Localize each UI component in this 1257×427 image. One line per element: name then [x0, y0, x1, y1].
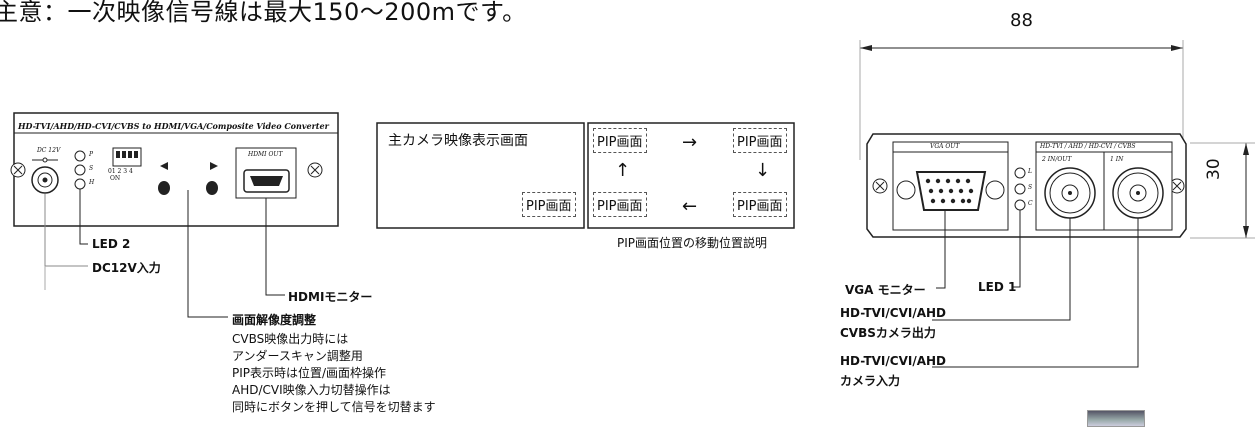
pip-caption: PIP画面位置の移動位置説明	[617, 236, 768, 250]
vga-out-label: VGA OUT	[930, 143, 960, 150]
arrow-left-icon: ←	[682, 196, 698, 217]
pip-box-bottom-left: PIP画面	[593, 192, 647, 217]
resolution-line-1: CVBS映像出力時には	[232, 332, 349, 346]
front-panel	[10, 112, 339, 227]
led-s-icon	[74, 164, 86, 176]
arrow-up-icon: ↑	[615, 160, 631, 181]
main-camera-label: 主カメラ映像表示画面	[388, 133, 528, 149]
bnc2-label: 2 IN/OUT	[1042, 156, 1072, 163]
vga-monitor-callout: VGA モニター	[845, 283, 926, 297]
dip-numbers: 01 2 3 4	[108, 168, 133, 175]
pip-box-main: PIP画面	[522, 192, 576, 217]
led1-callout: LED 1	[978, 280, 1017, 294]
pip-box-top-left: PIP画面	[593, 128, 647, 153]
led-s-label: S	[89, 165, 94, 172]
pip-box-bottom-right: PIP画面	[733, 192, 787, 217]
cvbs-out-line2: CVBSカメラ出力	[840, 326, 936, 340]
cam-in-line2: カメラ入力	[840, 374, 901, 388]
rear-panel	[866, 133, 1187, 238]
pip-box-top-right: PIP画面	[733, 128, 787, 153]
front-panel-title: HD-TVI/AHD/HD-CVI/CVBS to HDMI/VGA/Compo…	[18, 121, 329, 131]
dimension-width: 88	[1010, 10, 1033, 31]
dc-label: DC 12V	[37, 147, 61, 154]
led-p-label: P	[89, 151, 94, 158]
left-button-icon	[158, 181, 170, 195]
led-p-icon	[74, 150, 86, 162]
led-s-label: S	[1028, 184, 1033, 191]
note-text: 主意：一次映像信号線は最大150〜200mです。	[0, 0, 527, 26]
bnc1-label: 1 IN	[1110, 156, 1124, 163]
led-h-icon	[74, 178, 86, 190]
led-h-label: H	[89, 179, 95, 186]
led2-callout: LED 2	[92, 237, 131, 251]
cvbs-out-line1: HD-TVI/CVI/AHD	[840, 306, 946, 320]
led-c-icon	[1014, 199, 1026, 211]
resolution-line-3: PIP表示時は位置/画面枠操作	[232, 366, 387, 380]
led-s-icon	[1014, 183, 1026, 195]
led-l-icon	[1014, 167, 1026, 179]
arrow-down-icon: ↓	[755, 160, 771, 181]
led-c-label: C	[1028, 200, 1033, 207]
resolution-title: 画面解像度調整	[232, 313, 317, 327]
dimension-height: 30	[1204, 158, 1224, 180]
resolution-line-2: アンダースキャン調整用	[232, 349, 363, 363]
hdmi-label: HDMI OUT	[248, 151, 283, 158]
arrow-right-icon: →	[682, 132, 698, 153]
resolution-line-5: 同時にボタンを押して信号を切替ます	[232, 400, 436, 414]
hdmi-monitor-callout: HDMIモニター	[288, 290, 373, 304]
dip-on-label: ON	[110, 175, 121, 182]
photo-thumbnail	[1087, 410, 1145, 427]
resolution-line-4: AHD/CVI映像入力切替操作は	[232, 383, 391, 397]
cam-in-line1: HD-TVI/CVI/AHD	[840, 354, 946, 368]
bnc-header-label: HD-TVI / AHD / HD-CVI / CVBS	[1040, 143, 1136, 150]
right-button-icon	[206, 181, 218, 195]
dc-input-callout: DC12V入力	[92, 261, 161, 275]
led-l-label: L	[1028, 168, 1032, 175]
